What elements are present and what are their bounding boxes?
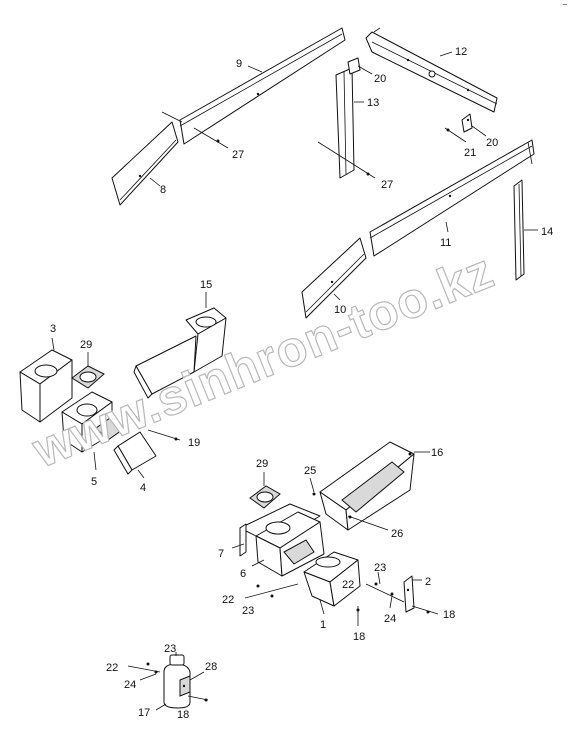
panel-9 xyxy=(161,27,346,145)
callout-28: 28 xyxy=(205,661,217,673)
callout-18b: 18 xyxy=(353,631,365,643)
leader-8 xyxy=(149,177,161,187)
callout-23a: 23 xyxy=(164,643,176,655)
callout-2: 2 xyxy=(425,576,431,588)
callout-15: 15 xyxy=(200,279,212,291)
callout-27a: 27 xyxy=(232,149,244,161)
console-6-7 xyxy=(239,503,325,577)
tray-15 xyxy=(133,307,227,399)
strip-14 xyxy=(513,179,525,281)
leader-10 xyxy=(333,293,341,301)
callout-1: 1 xyxy=(320,619,326,631)
callout-24b: 24 xyxy=(384,613,396,625)
panel-11 xyxy=(369,139,535,257)
bottle-17 xyxy=(163,654,191,709)
cover-4 xyxy=(113,431,157,475)
leader-22c xyxy=(365,583,405,603)
rail-12 xyxy=(365,27,498,113)
leader-18c xyxy=(411,605,439,615)
callout-18c: 18 xyxy=(443,609,455,621)
callout-17: 17 xyxy=(138,707,150,719)
leader-9 xyxy=(247,65,263,73)
leader-1 xyxy=(319,599,325,615)
leader-25 xyxy=(309,477,315,493)
callout-19: 19 xyxy=(188,437,200,449)
leader-3 xyxy=(51,337,55,351)
callout-25: 25 xyxy=(304,465,316,477)
callout-22c: 22 xyxy=(342,579,354,591)
callout-11: 11 xyxy=(440,237,451,249)
callout-8: 8 xyxy=(160,184,166,196)
callout-27b: 27 xyxy=(381,179,393,191)
callout-13: 13 xyxy=(367,97,379,109)
leader-23c xyxy=(377,571,381,585)
callout-20a: 20 xyxy=(374,73,386,85)
callout-21: 21 xyxy=(464,147,476,159)
callout-6: 6 xyxy=(240,568,246,580)
plate-2 xyxy=(403,575,415,613)
leader-24b xyxy=(389,595,393,609)
callout-10: 10 xyxy=(334,304,346,316)
callout-4: 4 xyxy=(140,482,146,494)
callout-3: 3 xyxy=(50,323,56,335)
leader-27a xyxy=(193,127,229,149)
bracket-13 xyxy=(335,57,361,179)
callout-22b: 22 xyxy=(222,594,234,606)
leader-24a xyxy=(139,673,157,681)
callout-29b: 29 xyxy=(256,458,268,470)
callout-16: 16 xyxy=(431,447,443,459)
callout-22a: 22 xyxy=(106,662,118,674)
leader-11 xyxy=(445,221,449,233)
housing-5 xyxy=(61,391,123,453)
callout-9: 9 xyxy=(236,58,242,70)
callout-12: 12 xyxy=(455,46,467,58)
callout-20b: 20 xyxy=(486,137,498,149)
callout-14: 14 xyxy=(541,226,553,238)
callout-7: 7 xyxy=(218,548,224,560)
callout-29a: 29 xyxy=(80,339,92,351)
callout-24a: 24 xyxy=(124,679,136,691)
leader-4 xyxy=(137,469,145,479)
watermark: www.sinhron-too.kz xyxy=(24,242,501,478)
cup-29b xyxy=(249,485,281,509)
leader-5 xyxy=(93,451,97,471)
callout-5: 5 xyxy=(91,476,97,488)
panel-8 xyxy=(111,121,179,206)
callout-26: 26 xyxy=(391,528,403,540)
corner-mark: ⁻ xyxy=(562,1,568,13)
cup-29a xyxy=(71,365,105,389)
callout-23b: 23 xyxy=(242,605,254,617)
panel-10 xyxy=(301,237,367,319)
leader-12 xyxy=(439,51,453,57)
leader-17 xyxy=(155,703,167,711)
leader-28 xyxy=(189,671,205,681)
callout-23c: 23 xyxy=(374,562,386,574)
housing-3 xyxy=(19,349,73,423)
tray-16 xyxy=(319,441,415,531)
leader-22a xyxy=(127,665,161,673)
leader-27b xyxy=(317,141,376,179)
leader-7 xyxy=(231,543,245,549)
leader-6 xyxy=(251,559,265,567)
bracket-1 xyxy=(303,551,361,607)
leader-26 xyxy=(347,515,389,531)
callout-18a: 18 xyxy=(177,709,189,721)
leader-22b xyxy=(244,583,299,599)
clip-20b xyxy=(461,113,473,133)
leader-20a xyxy=(357,65,373,75)
leader-20b xyxy=(471,125,487,137)
